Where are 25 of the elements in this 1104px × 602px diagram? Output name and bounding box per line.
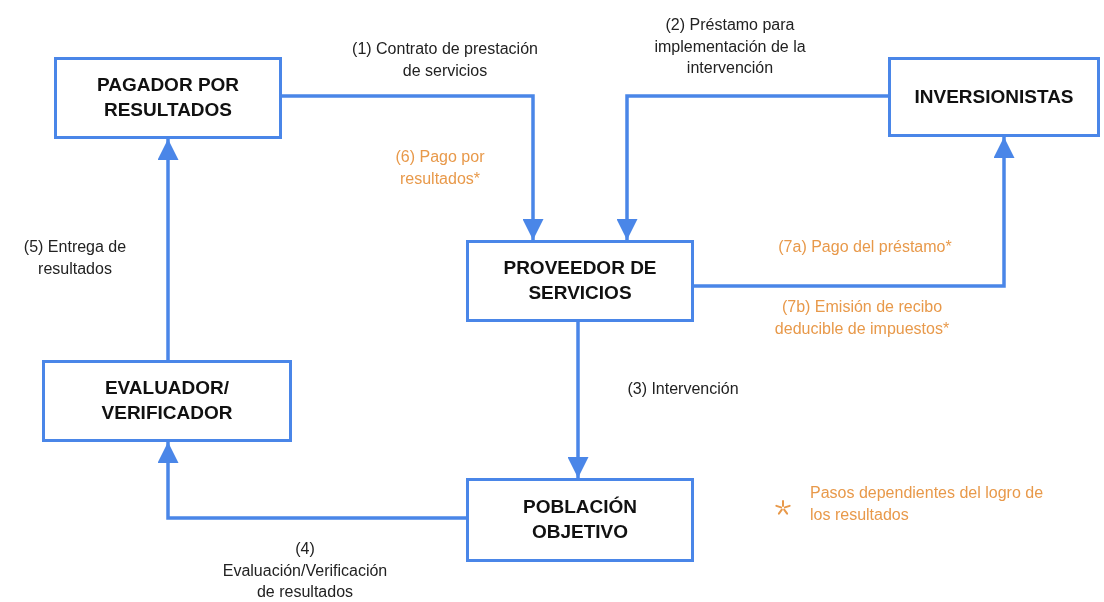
- arrow: [157, 442, 466, 520]
- arrow: [282, 94, 544, 240]
- node-title: EVALUADOR/ VERIFICADOR: [100, 376, 234, 425]
- edge-label: (2) Préstamo para implementación de la intervención: [653, 15, 807, 79]
- edge-label: (3) Intervención: [626, 379, 740, 399]
- process-box: [466, 478, 694, 562]
- note-text: (7b) Emisión de recibo deducible de impuestos*: [773, 297, 951, 339]
- process-box: [466, 240, 694, 322]
- arrow: [157, 139, 179, 360]
- node-title: POBLACIÓN OBJETIVO: [522, 495, 638, 544]
- edge-label: (1) Contrato de prestación de servicios: [351, 39, 539, 81]
- process-box: [54, 57, 282, 139]
- edge-label: (5) Entrega de resultados: [22, 237, 128, 279]
- arrow: [616, 94, 888, 240]
- node-title: PAGADOR POR RESULTADOS: [95, 73, 241, 122]
- edge-label: (7a) Pago del préstamo*: [777, 237, 953, 257]
- node-title: INVERSIONISTAS: [914, 84, 1074, 109]
- note-text: (6) Pago por resultados*: [394, 147, 486, 189]
- node-title: PROVEEDOR DE SERVICIOS: [502, 256, 658, 305]
- edge-label: (4) Evaluación/Verificación de resultados: [221, 539, 389, 602]
- process-box: [888, 57, 1100, 137]
- arrow: [567, 322, 589, 478]
- arrow: [694, 137, 1015, 288]
- process-box: [42, 360, 292, 442]
- legend-text: Pasos dependientes del logro de los resultados: [810, 483, 1045, 525]
